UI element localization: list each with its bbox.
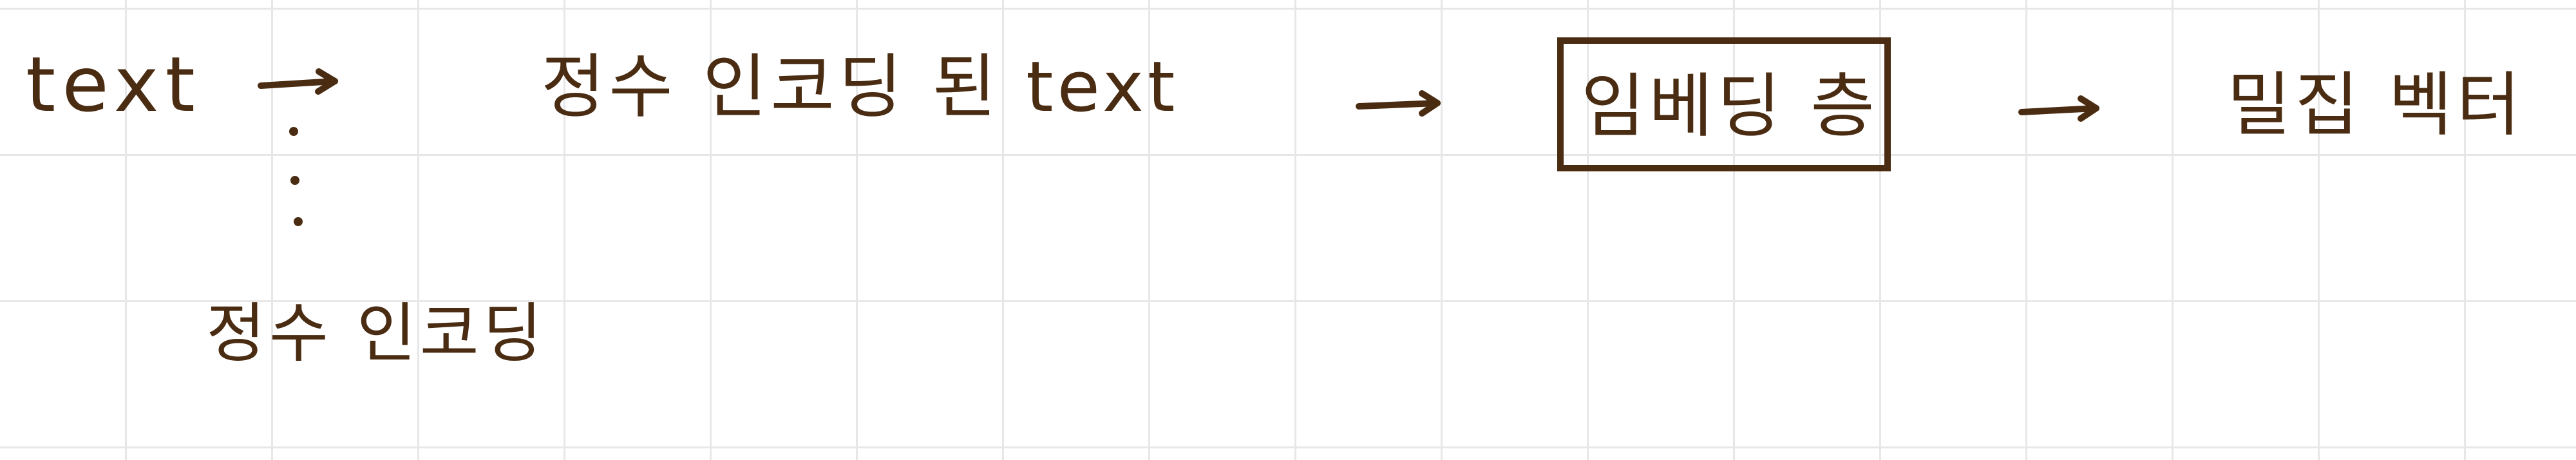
arrow-head-to-embedding-layer xyxy=(1419,90,1441,117)
arrow-to-encoded-text xyxy=(258,78,338,89)
connector-dot-3 xyxy=(294,217,303,226)
dense-vector-node: 밀집 벡터 xyxy=(2227,65,2524,146)
arrow-to-embedding-layer xyxy=(1356,100,1441,110)
connector-dot-2 xyxy=(290,176,299,185)
arrow-head-to-dense-vector xyxy=(2078,95,2099,122)
arrow-head-to-encoded-text xyxy=(315,68,338,95)
input-text-node: text xyxy=(26,40,202,129)
integer-encoding-note: 정수 인코딩 xyxy=(206,296,546,371)
dotted-connector xyxy=(289,127,303,226)
connector-dot-1 xyxy=(289,127,298,136)
embedding-layer-label: 임베딩 층 xyxy=(1581,66,1879,147)
arrow-to-dense-vector xyxy=(2018,105,2099,115)
embedding-layer-box xyxy=(1557,37,1891,171)
integer-encoded-text-node: 정수 인코딩 된 text xyxy=(541,47,1179,128)
